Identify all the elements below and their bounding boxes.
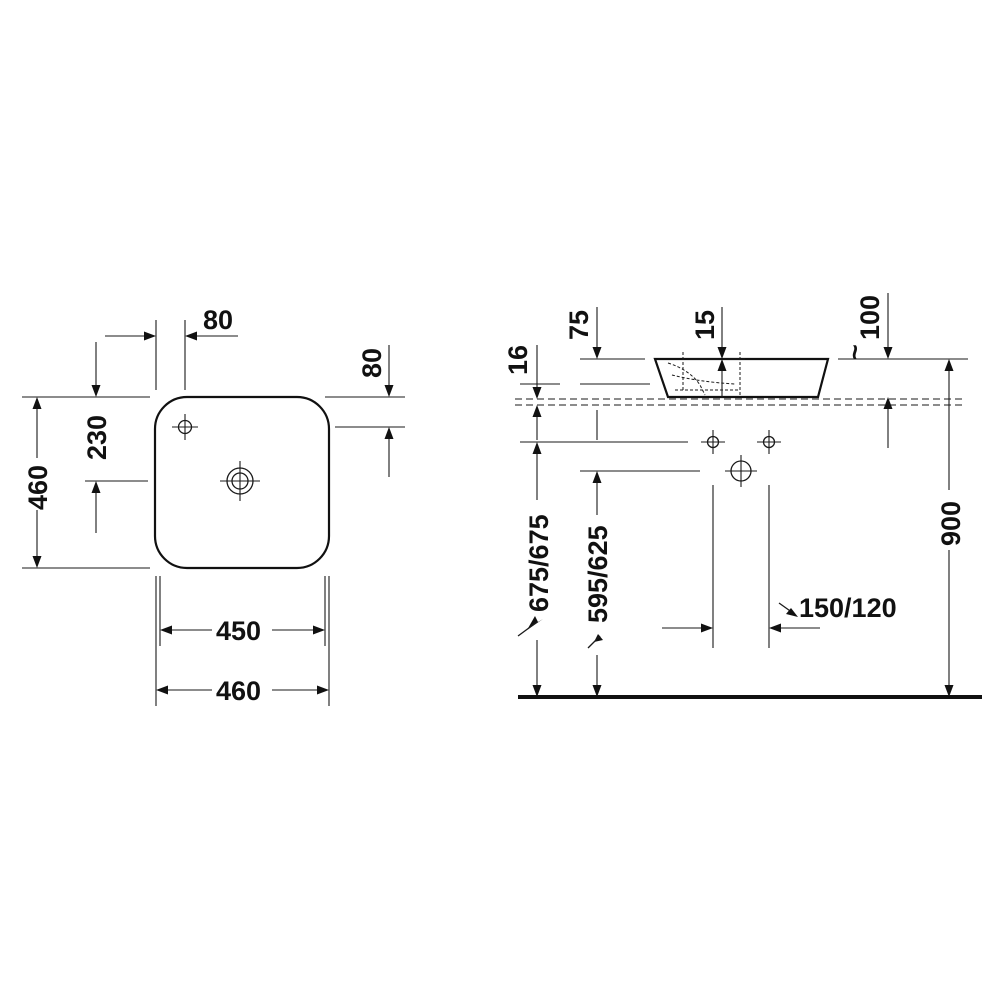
water-supply-right (757, 430, 781, 454)
dim-label-900: 900 (936, 501, 966, 546)
dim-tilde: ~ (840, 344, 870, 360)
dim-675: 675/675 (517, 442, 554, 697)
dim-label-150: 150/120 (799, 593, 897, 623)
dim-label-460-vertical: 460 (23, 465, 53, 510)
dim-15: 15 (690, 307, 727, 398)
dim-label-675: 675/675 (524, 514, 554, 612)
dim-height-460: 460 (22, 396, 150, 569)
dim-150: 150/120 (662, 593, 897, 633)
dim-label-15: 15 (690, 310, 720, 340)
dim-label-595: 595/625 (583, 525, 613, 623)
dim-label-80-vertical: 80 (357, 348, 387, 378)
dim-width-460: 460 (155, 576, 330, 706)
dim-595: 595/625 (583, 471, 613, 697)
drain-outlet (220, 461, 260, 501)
tap-hole (172, 414, 198, 440)
waste-outlet (725, 455, 757, 487)
dim-label-450: 450 (216, 616, 261, 646)
dim-16: 16 (503, 345, 542, 440)
dim-100: 100 ~ (840, 293, 893, 448)
dim-drain-230: 230 (82, 342, 150, 533)
dim-label-16: 16 (503, 345, 533, 375)
side-view: 75 15 100 ~ 16 (503, 293, 982, 699)
dim-width-450: 450 (159, 576, 326, 646)
basin-outline (153, 395, 331, 570)
dim-75: 75 (564, 307, 602, 440)
dim-label-75: 75 (564, 310, 594, 340)
dim-label-460-horizontal: 460 (216, 676, 261, 706)
water-supply-left (701, 430, 725, 454)
dim-label-100: 100 (855, 295, 885, 340)
dim-tap-offset-x: 80 (105, 305, 238, 390)
dim-tap-offset-y: 80 (325, 345, 405, 477)
countertop (515, 398, 965, 406)
dim-900: 900 (936, 359, 966, 697)
dim-label-80-horizontal: 80 (203, 305, 233, 335)
dim-label-230: 230 (82, 415, 112, 460)
top-view: 80 80 230 (22, 305, 405, 706)
